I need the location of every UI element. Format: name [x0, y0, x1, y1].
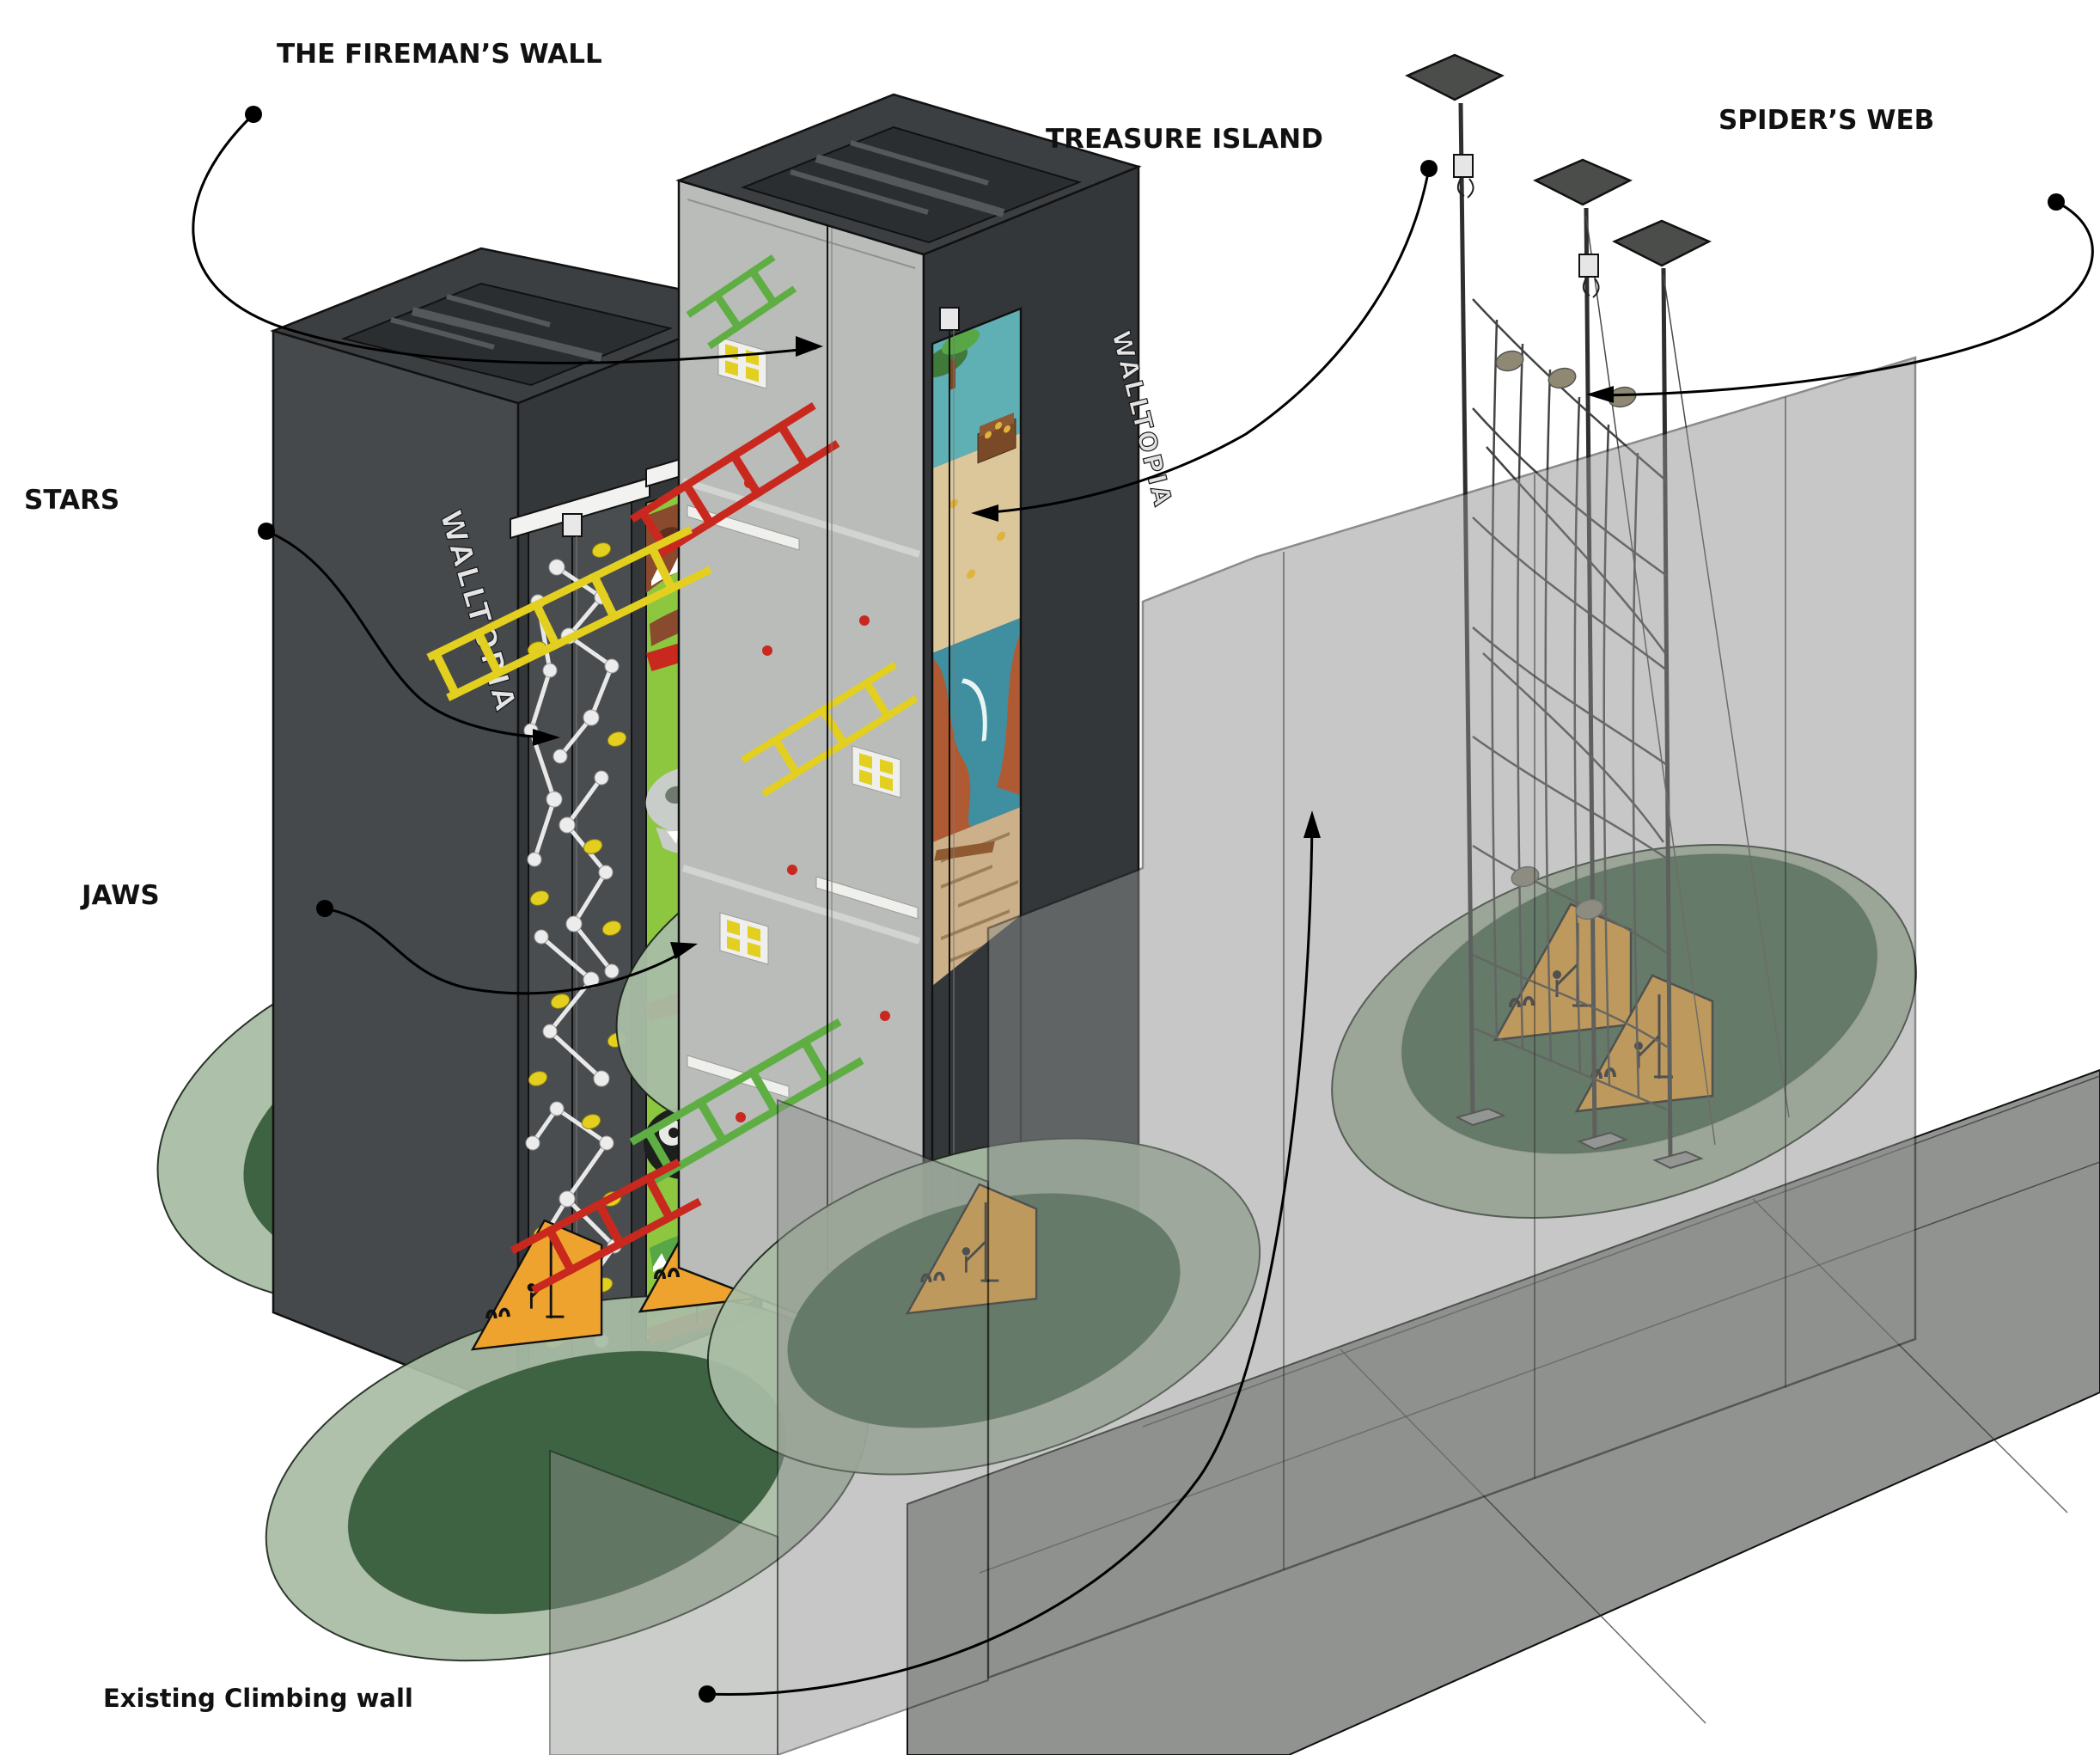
- glass-panel-mid: [777, 1098, 989, 1755]
- glass-panel-left: [549, 1449, 778, 1755]
- label-stars: STARS: [24, 485, 119, 516]
- callout-stars: [258, 523, 560, 746]
- cross-tile: [852, 745, 901, 798]
- callout-arrowhead: [796, 336, 823, 357]
- tower-top-frame: [270, 247, 766, 405]
- label-jaws: JAWS: [80, 880, 160, 911]
- labels: THE FIREMAN’S WALL TREASURE ISLAND SPIDE…: [24, 39, 1934, 1713]
- callout-arrowhead: [1586, 386, 1614, 403]
- callout-arrowhead: [971, 504, 998, 522]
- fireman-wall: [426, 179, 925, 1364]
- ladder-red-low: [510, 1159, 702, 1294]
- cross-tile: [719, 912, 769, 965]
- label-spiders-web: SPIDER’S WEB: [1718, 105, 1934, 136]
- ladder-yellow-small: [740, 662, 919, 798]
- belay-device: [1453, 154, 1600, 298]
- label-fireman-wall: THE FIREMAN’S WALL: [277, 39, 602, 70]
- mast-top-plate: [1405, 53, 1712, 267]
- callout-arrowhead: [1303, 810, 1321, 838]
- callout-spiders-web: [1586, 193, 2094, 403]
- callout-jaws: [316, 900, 698, 995]
- callout-existing-wall: [699, 810, 1321, 1703]
- existing-climbing-wall-glass: [549, 356, 1917, 1755]
- tower-left-face: [272, 329, 520, 1411]
- label-treasure-island: TREASURE ISLAND: [1046, 124, 1323, 155]
- callout-fireman: [192, 106, 823, 364]
- ladder-green: [629, 1018, 864, 1184]
- callout-treasure-island: [971, 160, 1438, 522]
- glass-panel-main: [986, 356, 1917, 1679]
- callout-arrowhead: [670, 942, 698, 959]
- label-existing-wall: Existing Climbing wall: [103, 1684, 413, 1713]
- ladder-green-top: [686, 254, 797, 350]
- ladder-red: [629, 402, 840, 561]
- ladder-yellow: [426, 526, 712, 701]
- tower-top-frame: [675, 93, 1142, 256]
- callouts: [192, 106, 2094, 1703]
- callout-arrowhead: [533, 729, 560, 746]
